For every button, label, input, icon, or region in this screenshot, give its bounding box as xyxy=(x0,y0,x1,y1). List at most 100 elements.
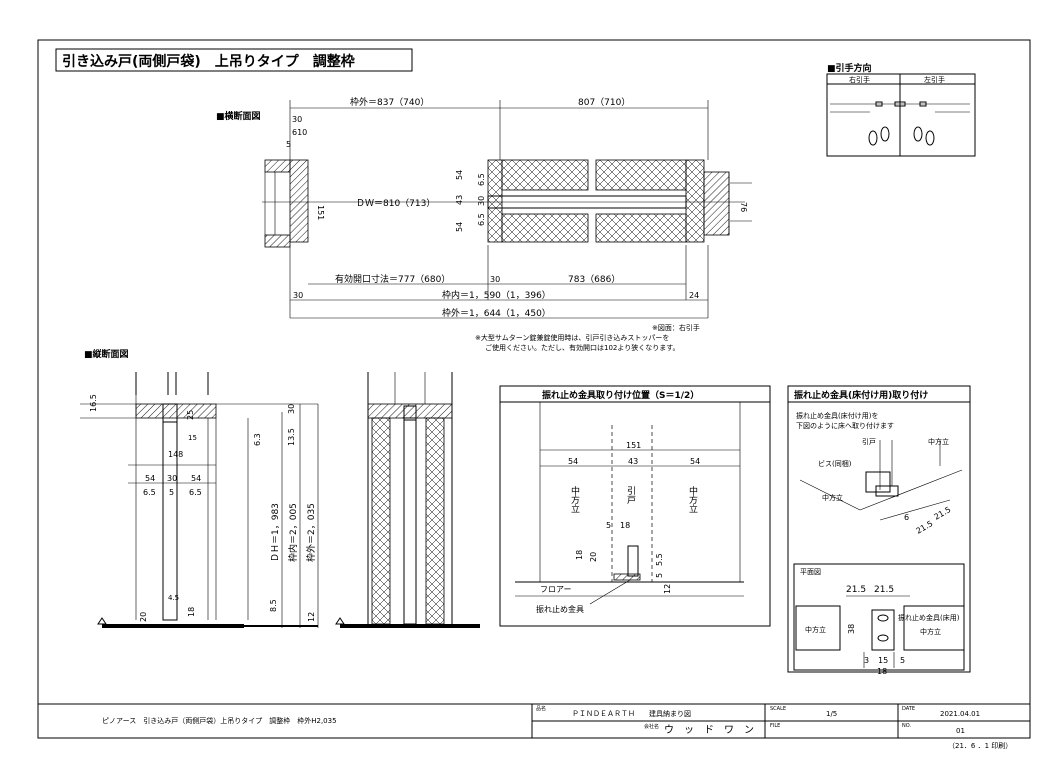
plan-dim-15: 15 xyxy=(878,656,888,665)
stopper-dim-5: 5 xyxy=(606,521,611,530)
left-jamb xyxy=(289,159,309,243)
dim-12: 12 xyxy=(307,612,316,622)
plan-dim-38: 38 xyxy=(847,624,856,634)
dim-inner: 枠内＝1，590（1，396） xyxy=(442,289,551,301)
print-date: （21．6 ．1 印刷） xyxy=(948,742,1012,750)
door-leaf-vertical xyxy=(162,421,178,621)
dim-135: 13.5 xyxy=(287,428,296,446)
pocket-box-bottom xyxy=(501,213,589,243)
floor-plan-label: 平面図 xyxy=(800,568,821,576)
stopper-dim-5b: 5 xyxy=(655,573,664,578)
dim-outer-left: 枠外＝837（740） xyxy=(350,96,429,108)
stopper-dim-54b: 54 xyxy=(690,457,700,466)
horizontal-section: ■横断面図 枠外＝837（740） 807（710） 30 610 5 151 … xyxy=(216,96,752,352)
dim-outer: 枠外＝1，644（1，450） xyxy=(442,307,551,319)
note-3: ご使用ください。ただし、有効開口は102より狭くなります。 xyxy=(485,343,680,352)
dim-30-vb: 30 xyxy=(167,474,177,483)
floor-mount-panel: 振れ止め金具(床付け用)取り付け 振れ止め金具(床付け用)を 下図のように床へ取… xyxy=(787,385,971,676)
horizontal-section-label: ■横断面図 xyxy=(216,110,261,122)
dim-54-a: 54 xyxy=(455,170,464,180)
stopper-dim-12: 12 xyxy=(663,584,672,594)
dim-783: 783（686） xyxy=(568,274,620,285)
stopper-floor-label: フロアー xyxy=(540,585,572,594)
floor-mid-2: 中方立 xyxy=(822,493,843,502)
stopper-dim-151: 151 xyxy=(626,441,641,450)
stopper-part-label: 振れ止め金具 xyxy=(536,604,584,614)
product-name: ピノアース 引き込み戸（両側戸袋）上吊りタイプ 調整枠 枠外H2,035 xyxy=(102,716,337,725)
company-label: 会社名 xyxy=(644,723,659,730)
pocket-box-bottom-right xyxy=(595,213,687,243)
scale-label: SCALE xyxy=(770,706,786,712)
pocket-box-top-right xyxy=(595,159,687,191)
floor-mid-1: 中方立 xyxy=(928,437,949,446)
no-value: 01 xyxy=(956,727,965,735)
stopper-mid-right: 中方立 xyxy=(687,485,698,513)
footprint-icon xyxy=(868,130,878,146)
stopper-mid-left: 中方立 xyxy=(569,485,580,513)
vertical-section: ■縦断面図 16.5 25 15 148 54 30 54 6.5 5 6.5 xyxy=(80,348,480,628)
dim-54-vb: 54 xyxy=(191,474,201,483)
floor-door: 引戸 xyxy=(862,437,876,446)
stopper-dim-54a: 54 xyxy=(568,457,578,466)
title-box xyxy=(55,48,413,72)
dim-15: 15 xyxy=(188,434,197,442)
dim-5: 5 xyxy=(286,140,291,149)
name-value: ＰＩＮＤＥＡＲＴＨ 建具納まり図 xyxy=(572,709,691,718)
head-jamb xyxy=(135,403,217,419)
company-value: ウ ッ ド ワ ン xyxy=(664,724,754,736)
stopper-position-panel: 振れ止め金具取り付け位置（S＝1/2） 151 54 43 54 中方立 引戸 … xyxy=(499,385,771,627)
dim-dh: ＤＨ＝1，983 xyxy=(271,503,281,562)
name-label: 品名 xyxy=(536,705,546,712)
floor-dim-6: 6 xyxy=(904,513,909,522)
title-block: ピノアース 引き込み戸（両側戸袋）上吊りタイプ 調整枠 枠外H2,035 品名 … xyxy=(38,703,1030,750)
pocket-box-top xyxy=(501,159,589,191)
pocket-top-left xyxy=(487,159,503,243)
stopper-dim-43: 43 xyxy=(628,457,638,466)
dim-dw: ＤＷ＝810（713） xyxy=(356,198,435,209)
date-label: DATE xyxy=(902,706,915,712)
pocket-end xyxy=(685,159,705,243)
dim-54-va: 54 xyxy=(145,474,155,483)
stopper-dim-18b: 18 xyxy=(575,550,584,560)
dim-inner-v: 枠内＝2，005 xyxy=(287,503,299,562)
dim-76: 76 xyxy=(739,202,748,212)
plan-mid-2: 中方立 xyxy=(920,627,941,636)
plan-dim-3: 3 xyxy=(864,656,869,665)
dim-5-v: 5 xyxy=(169,488,174,497)
dim-outer-right: 807（710） xyxy=(578,97,630,108)
plan-dim-18: 18 xyxy=(877,667,887,676)
dim-45: 4.5 xyxy=(168,594,179,602)
dim-24: 24 xyxy=(689,291,699,300)
note-1: ※図面：右引手 xyxy=(652,323,700,332)
sheet-border xyxy=(37,39,1031,739)
stopper-dim-55: 5.5 xyxy=(655,553,664,566)
floor-screw: ビス(同梱) xyxy=(818,459,852,468)
dim-30-b: 30 xyxy=(477,196,486,206)
note-2: ※大型サムターン錠兼錠使用時は、引戸引き込みストッパーを xyxy=(475,333,669,342)
dim-63: 6.3 xyxy=(253,433,262,446)
stopper-door: 引戸 xyxy=(625,486,636,505)
door-leaf xyxy=(487,195,687,209)
dim-outer-v: 枠外＝2，035 xyxy=(305,503,317,562)
dim-148: 148 xyxy=(168,450,183,459)
file-label: FILE xyxy=(770,723,780,729)
left-wall-bottom xyxy=(264,234,291,248)
floor-panel-title: 振れ止め金具(床付け用)取り付け xyxy=(794,389,928,401)
plan-part: 振れ止め金具(床用) xyxy=(898,613,960,622)
direction-left: 左引手 xyxy=(924,75,945,84)
dim-65-vb: 6.5 xyxy=(189,488,202,497)
date-value: 2021.04.01 xyxy=(940,710,980,718)
dim-54-b: 54 xyxy=(455,222,464,232)
dim-65-va: 6.5 xyxy=(143,488,156,497)
floor-dim-215b: 21.5 xyxy=(933,505,953,522)
dim-65-b: 6.5 xyxy=(477,213,486,226)
dim-30-d: 30 xyxy=(293,291,303,300)
dim-151: 151 xyxy=(316,205,325,220)
floor-desc-1: 振れ止め金具(床付け用)を xyxy=(796,411,878,420)
dim-30-top: 30 xyxy=(292,115,302,124)
floor-line-right xyxy=(340,624,480,628)
footprint-icon xyxy=(913,126,923,142)
dim-610: 610 xyxy=(292,128,307,137)
dim-opening: 有効開口寸法＝777（680） xyxy=(335,273,450,285)
